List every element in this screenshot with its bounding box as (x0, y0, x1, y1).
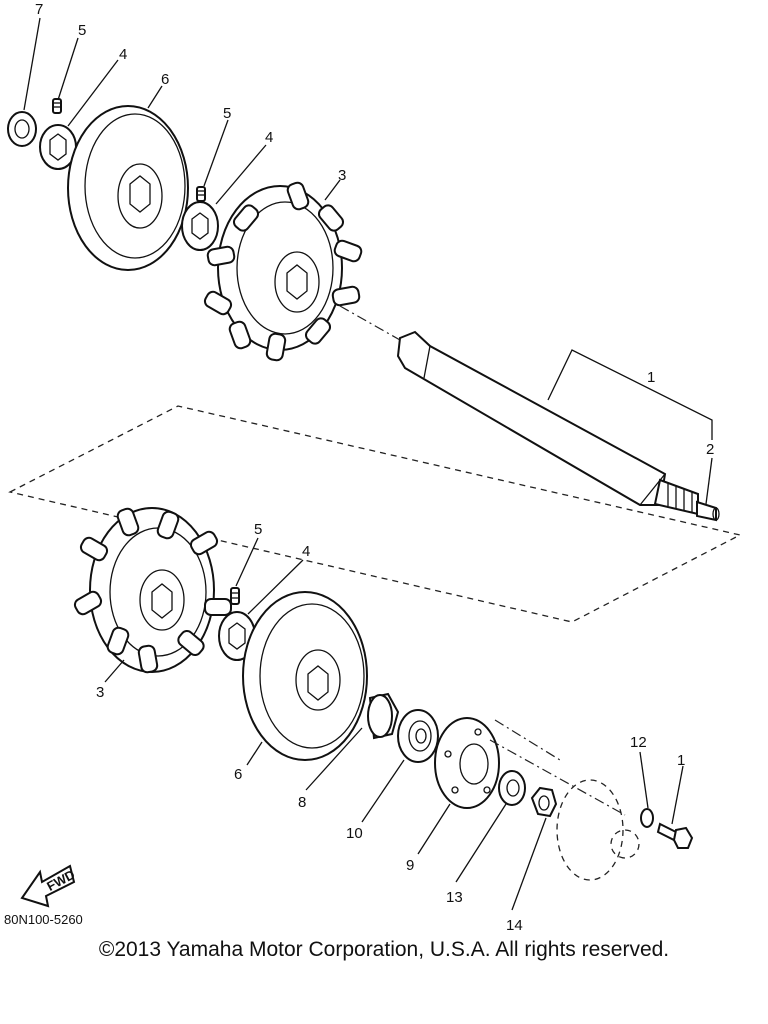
leader-2 (705, 457, 713, 505)
hub-reference (556, 779, 640, 881)
callout-8: 8 (298, 794, 306, 811)
part-1-drive-shaft (396, 330, 720, 522)
copyright-notice: ©2013 Yamaha Motor Corporation, U.S.A. A… (98, 938, 670, 961)
part-number: 80N100-5260 (4, 912, 83, 927)
callout-13: 13 (446, 889, 463, 906)
part-8-spacer (367, 692, 400, 740)
callout-6-bottom: 6 (234, 766, 242, 783)
leader-lines (23, 17, 684, 911)
callout-6-top: 6 (161, 71, 169, 88)
callout-9: 9 (406, 857, 414, 874)
part-6-idler-wheel-top (67, 105, 189, 271)
callout-5-top-mid: 5 (223, 105, 231, 122)
callout-12: 12 (630, 734, 647, 751)
part-10-ball-bearing (397, 709, 439, 763)
callout-3-top: 3 (338, 167, 346, 184)
part-5-set-screw-bottom (230, 587, 240, 605)
axis-line-top (339, 305, 401, 341)
callout-2: 2 (706, 441, 714, 458)
part-5-set-screw-top-mid (196, 186, 206, 202)
part-1-bolt (656, 822, 694, 849)
callout-10: 10 (346, 825, 363, 842)
callout-4-bottom: 4 (302, 543, 310, 560)
part-9-flange-plate (434, 717, 500, 809)
leader-1-shaft (547, 349, 713, 440)
part-3-sprocket-bottom (73, 507, 232, 674)
callout-1-shaft: 1 (647, 369, 655, 386)
callout-14: 14 (506, 917, 523, 934)
part-4-bearing-top-mid (181, 201, 219, 251)
assembly-outline (8, 405, 742, 623)
part-6-idler-wheel-bottom (242, 591, 368, 761)
part-7-collar (7, 111, 37, 147)
callout-7: 7 (35, 1, 43, 18)
fwd-arrow-icon: FWD (20, 864, 77, 908)
part-13-washer (498, 770, 526, 806)
part-5-set-screw-top-left (52, 98, 62, 114)
part-3-sprocket-top (203, 181, 363, 362)
callout-3-bottom: 3 (96, 684, 104, 701)
callout-5-bottom: 5 (254, 521, 262, 538)
fwd-label: FWD (44, 867, 77, 894)
part-12-lock-washer (640, 808, 654, 828)
callout-4-top-left: 4 (119, 46, 127, 63)
callout-5-top-left: 5 (78, 22, 86, 39)
part-14-nut (530, 786, 558, 818)
axis-line-bottom (489, 719, 626, 816)
callout-4-top-mid: 4 (265, 129, 273, 146)
callout-1-bolt: 1 (677, 752, 685, 769)
